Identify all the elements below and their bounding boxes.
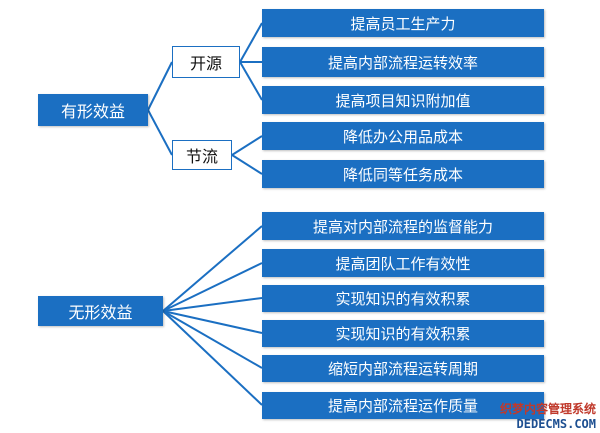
connector-tangible-kaiyuan xyxy=(147,61,173,111)
intangible-item-2: 提高团队工作有效性 xyxy=(262,249,544,277)
kaiyuan-item-2: 提高内部流程运转效率 xyxy=(262,47,544,77)
kaiyuan-node: 开源 xyxy=(172,46,240,78)
connector-tangible-jieliu xyxy=(147,109,173,156)
kaiyuan-item-1: 提高员工生产力 xyxy=(262,9,544,37)
tangible-benefits-node: 有形效益 xyxy=(38,94,148,126)
jieliu-node: 节流 xyxy=(172,140,232,170)
connector-intangible-item-2 xyxy=(162,262,263,312)
connector-jieliu-item-2 xyxy=(231,154,263,175)
connector-intangible-item-6 xyxy=(162,310,263,406)
connector-intangible-item-3 xyxy=(162,297,263,312)
watermark-line-1: 织梦内容管理系统 xyxy=(499,402,596,416)
connector-intangible-item-4 xyxy=(162,310,263,334)
jieliu-item-1: 降低办公用品成本 xyxy=(262,122,544,150)
watermark-line-2: DEDECMS.COM xyxy=(516,417,596,431)
intangible-item-3: 实现知识的有效积累 xyxy=(262,285,544,312)
intangible-item-1: 提高对内部流程的监督能力 xyxy=(262,212,544,240)
intangible-benefits-node: 无形效益 xyxy=(38,296,163,326)
connector-intangible-item-5 xyxy=(162,310,263,369)
kaiyuan-item-3: 提高项目知识附加值 xyxy=(262,86,544,114)
jieliu-item-2: 降低同等任务成本 xyxy=(262,160,544,188)
intangible-item-6: 提高内部流程运作质量 xyxy=(262,392,544,419)
connector-jieliu-item-1 xyxy=(231,135,263,156)
intangible-item-4: 实现知识的有效积累 xyxy=(262,320,544,347)
connector-kaiyuan-item-3 xyxy=(239,61,263,101)
intangible-item-5: 缩短内部流程运转周期 xyxy=(262,355,544,382)
connector-intangible-item-1 xyxy=(162,225,263,312)
connector-kaiyuan-item-1 xyxy=(239,22,263,63)
